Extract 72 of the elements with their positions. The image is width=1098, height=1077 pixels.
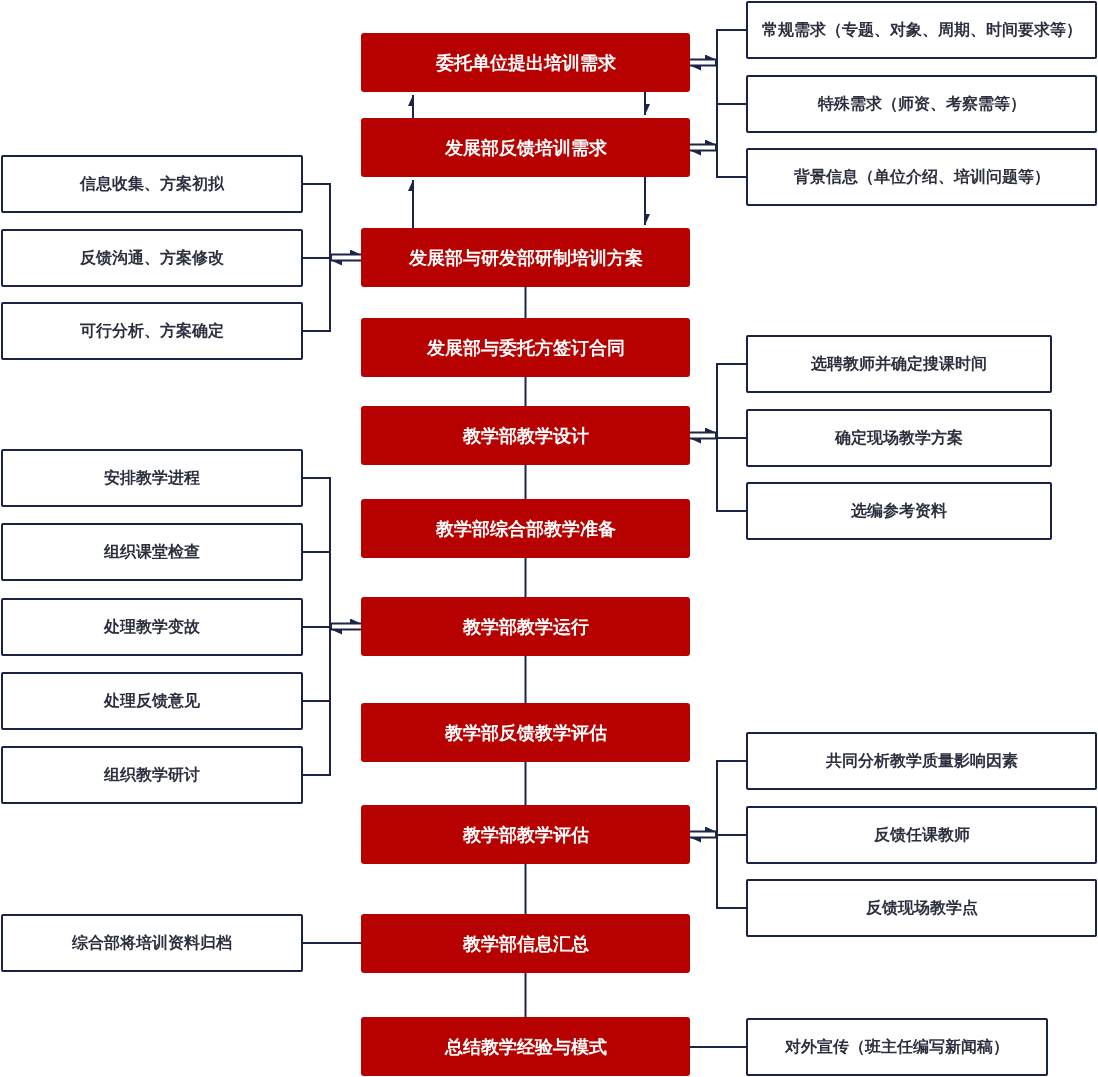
detail-box: 选编参考资料 <box>746 482 1052 540</box>
connector-line <box>717 907 747 909</box>
arrow <box>644 91 650 116</box>
bracket-line <box>329 477 331 776</box>
process-box: 教学部信息汇总 <box>361 914 690 973</box>
detail-box: 处理教学变故 <box>1 598 303 656</box>
detail-box: 选聘教师并确定搜课时间 <box>746 335 1052 393</box>
connector-line <box>302 257 330 259</box>
detail-box: 背景信息（单位介绍、培训问题等） <box>746 148 1097 206</box>
arrow <box>330 249 362 266</box>
arrow <box>689 826 717 843</box>
process-box: 发展部与研发部研制培训方案 <box>361 228 690 287</box>
connector-line <box>717 437 747 439</box>
detail-box: 综合部将培训资料归档 <box>1 914 303 972</box>
connector-line <box>717 510 747 512</box>
detail-box: 安排教学进程 <box>1 449 303 507</box>
bracket-line <box>716 363 718 512</box>
arrow <box>689 427 717 444</box>
connector-line <box>717 834 747 836</box>
connector-line <box>717 760 747 762</box>
arrow <box>689 139 717 156</box>
connector-line <box>302 626 330 628</box>
arrow <box>330 618 362 635</box>
detail-box: 组织课堂检查 <box>1 523 303 581</box>
connector-line <box>524 972 527 1018</box>
connector-line <box>524 655 527 704</box>
bracket-line <box>716 29 718 178</box>
detail-box: 反馈任课教师 <box>746 806 1097 864</box>
detail-box: 组织教学研讨 <box>1 746 303 804</box>
detail-box: 反馈现场教学点 <box>746 879 1097 937</box>
connector-line <box>524 376 527 407</box>
connector-line <box>302 774 330 776</box>
process-box: 委托单位提出培训需求 <box>361 33 690 92</box>
connector-line <box>302 700 330 702</box>
arrow <box>408 179 414 229</box>
process-box: 教学部教学运行 <box>361 597 690 656</box>
connector-line <box>302 330 330 332</box>
connector-line <box>689 1046 747 1048</box>
process-box: 教学部反馈教学评估 <box>361 703 690 762</box>
detail-box: 确定现场教学方案 <box>746 409 1052 467</box>
process-box: 教学部综合部教学准备 <box>361 499 690 558</box>
arrow <box>408 94 414 119</box>
detail-box: 处理反馈意见 <box>1 672 303 730</box>
connector-line <box>302 477 330 479</box>
arrow <box>689 54 717 71</box>
detail-box: 对外宣传（班主任编写新闻稿） <box>746 1018 1048 1076</box>
process-box: 教学部教学设计 <box>361 406 690 465</box>
detail-box: 可行分析、方案确定 <box>1 302 303 360</box>
bracket-line <box>716 760 718 909</box>
bracket-line <box>329 183 331 332</box>
detail-box: 信息收集、方案初拟 <box>1 155 303 213</box>
connector-line <box>717 103 747 105</box>
detail-box: 反馈沟通、方案修改 <box>1 229 303 287</box>
connector-line <box>717 29 747 31</box>
connector-line <box>302 551 330 553</box>
arrow <box>644 176 650 226</box>
detail-box: 特殊需求（师资、考察需等） <box>746 75 1097 133</box>
process-box: 总结教学经验与模式 <box>361 1017 690 1076</box>
connector-line <box>302 942 362 944</box>
process-box: 发展部与委托方签订合同 <box>361 318 690 377</box>
detail-box: 常规需求（专题、对象、周期、时间要求等） <box>746 1 1097 59</box>
detail-box: 共同分析教学质量影响因素 <box>746 732 1097 790</box>
connector-line <box>524 557 527 598</box>
process-box: 教学部教学评估 <box>361 805 690 864</box>
connector-line <box>302 183 330 185</box>
connector-line <box>524 286 527 319</box>
connector-line <box>524 863 527 915</box>
connector-line <box>717 363 747 365</box>
connector-line <box>717 176 747 178</box>
process-box: 发展部反馈培训需求 <box>361 118 690 177</box>
connector-line <box>524 464 527 500</box>
connector-line <box>524 761 527 806</box>
